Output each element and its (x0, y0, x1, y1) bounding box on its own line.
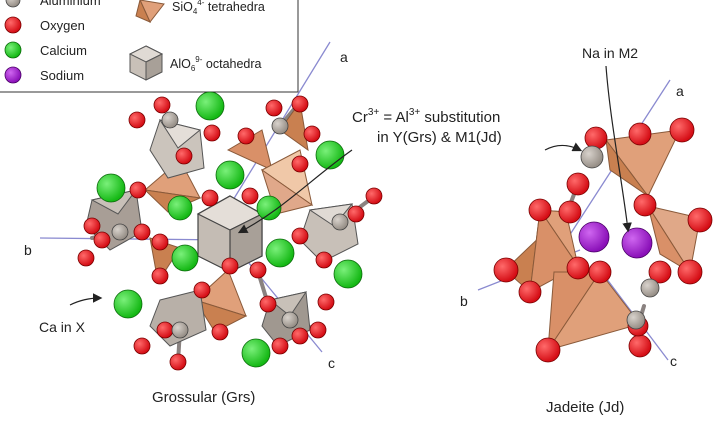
legend-octahedra-label: AlO69- octahedra (170, 55, 262, 73)
grossular-axis-c-label: c (328, 355, 335, 371)
substitution-label-line1: Cr3+ = Al3+ substitution (352, 107, 500, 126)
ca-in-x-label: Ca in X (39, 319, 86, 335)
grossular-axis-b-label: b (24, 242, 32, 258)
legend-aluminium-label: Aluminium (40, 0, 101, 8)
legend: Aluminium Oxygen Calcium Sodium SiO44- t… (0, 0, 298, 92)
jadeite-axis-b-label: b (460, 293, 468, 309)
jadeite-caption: Jadeite (Jd) (546, 399, 624, 416)
legend-sodium-swatch (5, 67, 21, 83)
legend-oxygen-swatch (5, 17, 21, 33)
legend-sodium-label: Sodium (40, 68, 84, 83)
legend-octahedra-swatch (130, 46, 162, 80)
substitution-arrow-jadeite (545, 145, 580, 150)
ca-in-x-arrow (70, 298, 100, 305)
legend-calcium-label: Calcium (40, 43, 87, 58)
legend-tetrahedra-label: SiO44- tetrahedra (172, 0, 265, 16)
grossular-axis-a-label: a (340, 49, 348, 65)
legend-calcium-swatch (5, 42, 21, 58)
grossular-caption: Grossular (Grs) (152, 389, 255, 406)
jadeite-axis-a-label: a (676, 83, 684, 99)
legend-oxygen-label: Oxygen (40, 18, 85, 33)
na-in-m2-label: Na in M2 (582, 45, 638, 61)
jadeite-sodium-atoms (579, 222, 652, 258)
substitution-label-line2: in Y(Grs) & M1(Jd) (377, 129, 502, 146)
jadeite-axis-c-label: c (670, 353, 677, 369)
jadeite-structure (478, 80, 712, 362)
